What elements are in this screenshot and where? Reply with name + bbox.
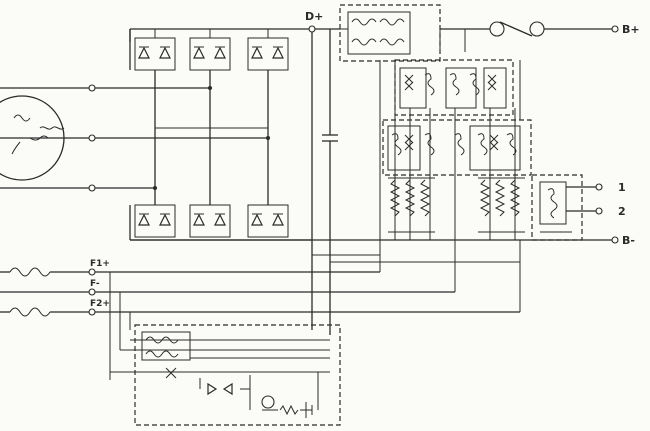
regulator-upper-module (394, 59, 514, 116)
field-winding-1 (0, 267, 92, 277)
upper-diode-pair-1 (134, 37, 176, 71)
field-feed-verticals (109, 200, 521, 380)
regulator-lower-module (382, 119, 532, 176)
upper-diode-pair-2 (189, 37, 231, 71)
field-winding-2 (0, 307, 92, 317)
b-minus-label: B- (622, 234, 635, 247)
terminal-2-label: 2 (618, 205, 626, 218)
lower-diode-pair-1 (134, 204, 176, 238)
field-terminals: F1+ F- F2+ (0, 259, 520, 316)
right-bus-lines (312, 240, 521, 263)
rectifier-bridge (129, 28, 312, 241)
resistor-bank-right (478, 177, 525, 233)
b-minus-line: B- (130, 234, 635, 247)
lower-diode-pair-3 (247, 204, 289, 238)
bottom-control-module (110, 324, 341, 426)
b-plus-line: B+ (439, 21, 640, 52)
d-plus-label: D+ (305, 10, 323, 23)
phase-lines (0, 84, 270, 192)
d-plus-terminal: D+ (305, 10, 340, 330)
resistor-bank-left (388, 177, 435, 233)
f1-plus-label: F1+ (90, 259, 110, 269)
top-coil-module (339, 4, 441, 62)
output-relay: 1 2 (531, 174, 626, 241)
terminal-1-label: 1 (618, 181, 626, 194)
f2-plus-label: F2+ (90, 299, 110, 309)
lower-diode-pair-2 (189, 204, 231, 238)
capacitor (322, 29, 338, 335)
upper-diode-pair-3 (247, 37, 289, 71)
f-minus-label: F- (90, 279, 100, 289)
b-plus-label: B+ (622, 23, 640, 36)
